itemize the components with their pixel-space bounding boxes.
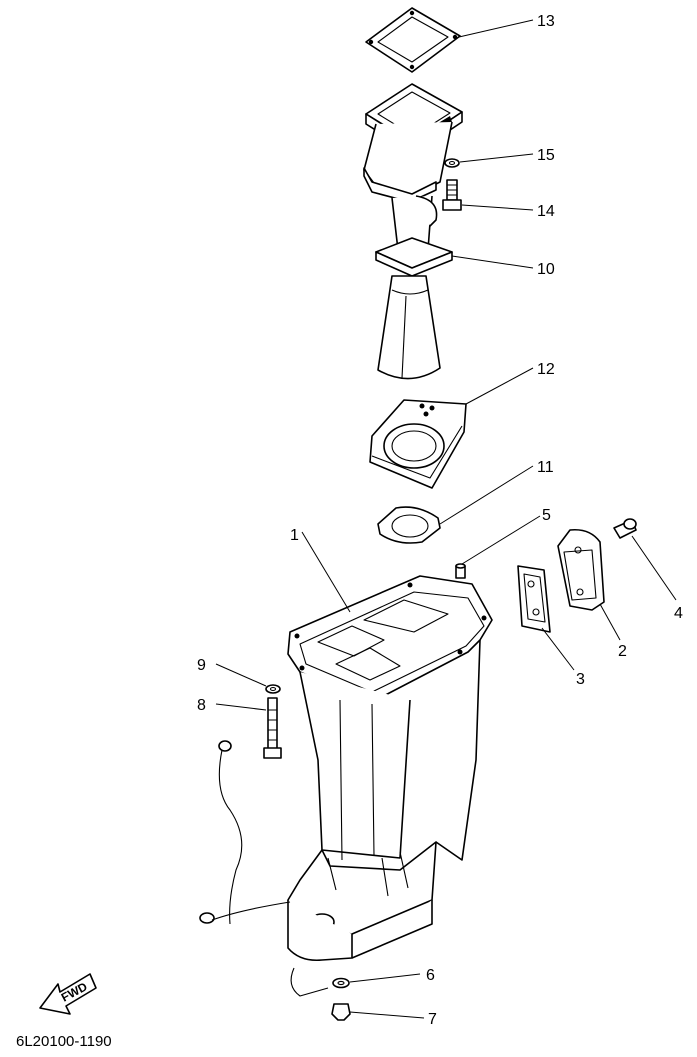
callout-11: 11 bbox=[537, 459, 554, 476]
part-2-cover bbox=[557, 528, 605, 611]
callout-6: 6 bbox=[426, 967, 435, 984]
part-13-gasket bbox=[365, 7, 461, 73]
callout-8: 8 bbox=[197, 697, 206, 714]
fwd-arrow: FWD bbox=[39, 973, 97, 1015]
leader-lines bbox=[215, 19, 677, 1019]
callout-9: 9 bbox=[197, 657, 206, 674]
part-3-gasket bbox=[517, 565, 551, 633]
callout-7: 7 bbox=[428, 1011, 437, 1028]
part-9-washer bbox=[265, 684, 281, 694]
callout-numbers: 13 15 14 10 12 11 5 1 2 3 4 9 8 6 7 bbox=[197, 13, 683, 1028]
part-7-nut bbox=[331, 1003, 351, 1021]
callout-12: 12 bbox=[537, 361, 555, 378]
part-12-mount-plate bbox=[369, 399, 467, 489]
callout-3: 3 bbox=[576, 671, 585, 688]
drawing-code: 6L20100-1190 bbox=[16, 1033, 112, 1050]
part-4-screw bbox=[613, 518, 637, 539]
part-14-bolt bbox=[442, 179, 462, 211]
callout-5: 5 bbox=[542, 507, 551, 524]
callout-10: 10 bbox=[537, 261, 555, 278]
part-15-washer bbox=[444, 158, 460, 168]
callout-13: 13 bbox=[537, 13, 555, 30]
part-5-dowel-pin bbox=[455, 563, 466, 579]
ground-lead-wire bbox=[199, 740, 329, 997]
part-8-bolt bbox=[263, 697, 282, 759]
part-11-gasket bbox=[377, 506, 441, 544]
callout-2: 2 bbox=[618, 643, 627, 660]
part-6-washer bbox=[332, 977, 350, 989]
callout-14: 14 bbox=[537, 203, 555, 220]
callout-1: 1 bbox=[290, 527, 299, 544]
part-10-exhaust-guide bbox=[363, 83, 463, 380]
callout-4: 4 bbox=[674, 605, 683, 622]
callout-15: 15 bbox=[537, 147, 555, 164]
part-1-upper-casing bbox=[287, 575, 493, 962]
